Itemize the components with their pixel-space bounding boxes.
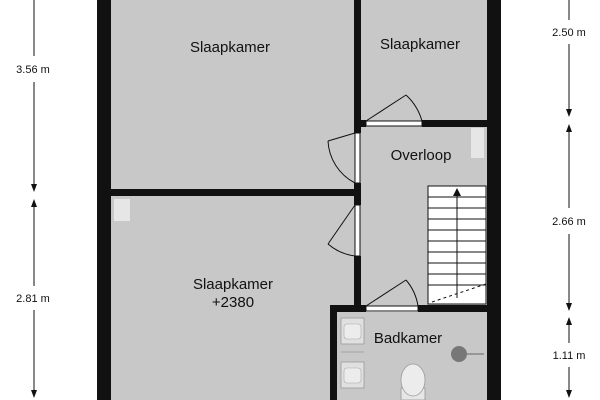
- radiator-landing: [471, 128, 484, 158]
- door-bedroom-bottom[interactable]: [327, 204, 361, 257]
- toilet: [400, 363, 426, 400]
- washbasin-top: [340, 317, 365, 345]
- wall-bathroom-left: [330, 305, 337, 400]
- wall-top-right-bedroom-bottom-a: [354, 120, 366, 127]
- dim-label-right-top: 2.50 m: [552, 27, 586, 39]
- doors: [327, 94, 423, 312]
- label-bedroom-top-left: Slaapkamer: [190, 39, 270, 56]
- room-labels: Slaapkamer Slaapkamer Overloop Slaapkame…: [190, 36, 460, 347]
- dim-label-right-bottom: 1.11 m: [553, 350, 586, 362]
- dim-label-right-middle: 2.66 m: [552, 216, 586, 228]
- wall-bathroom-top-b: [418, 305, 487, 312]
- washbasin-bottom: [340, 361, 365, 389]
- label-bedroom-top-right: Slaapkamer: [380, 36, 460, 53]
- dim-label-left-bottom: 2.81 m: [16, 293, 50, 305]
- door-bedroom-top-right[interactable]: [365, 94, 423, 127]
- wall-between-top-bedrooms: [354, 0, 361, 127]
- dim-left-bottom: [31, 199, 37, 398]
- dim-left-top: [31, 0, 37, 192]
- label-bedroom-bottom-level: +2380: [212, 294, 254, 311]
- floor-bedroom-top-right: [361, 0, 487, 120]
- dimension-lines: [31, 0, 572, 398]
- label-bathroom: Badkamer: [374, 330, 442, 347]
- wall-top-right-bedroom-bottom-b: [422, 120, 487, 127]
- dim-label-left-top: 3.56 m: [16, 64, 50, 76]
- wall-horizontal-middle: [111, 189, 361, 196]
- fixtures: [114, 128, 484, 400]
- dim-right-top: [566, 0, 572, 117]
- wall-left-outer: [97, 0, 111, 400]
- walls: [97, 0, 501, 400]
- radiator-bedroom: [114, 199, 130, 221]
- dim-right-middle: [566, 124, 572, 311]
- door-bathroom[interactable]: [365, 279, 419, 312]
- shower-drain: [451, 346, 484, 362]
- wall-bathroom-top-a: [330, 305, 366, 312]
- dimension-labels: 3.56 m 2.81 m 2.50 m 2.66 m 1.11 m: [16, 27, 586, 362]
- wall-right-outer: [487, 0, 501, 400]
- dim-right-bottom: [566, 317, 572, 398]
- floor-bedroom-bottom: [111, 196, 355, 400]
- label-landing: Overloop: [391, 147, 452, 164]
- door-bedroom-top-left[interactable]: [327, 132, 361, 184]
- wall-left-landing-a: [354, 127, 361, 133]
- wall-left-landing-c: [354, 256, 361, 306]
- floor-bedroom-top-left: [111, 0, 355, 189]
- label-bedroom-bottom: Slaapkamer: [193, 276, 273, 293]
- staircase: [427, 185, 487, 305]
